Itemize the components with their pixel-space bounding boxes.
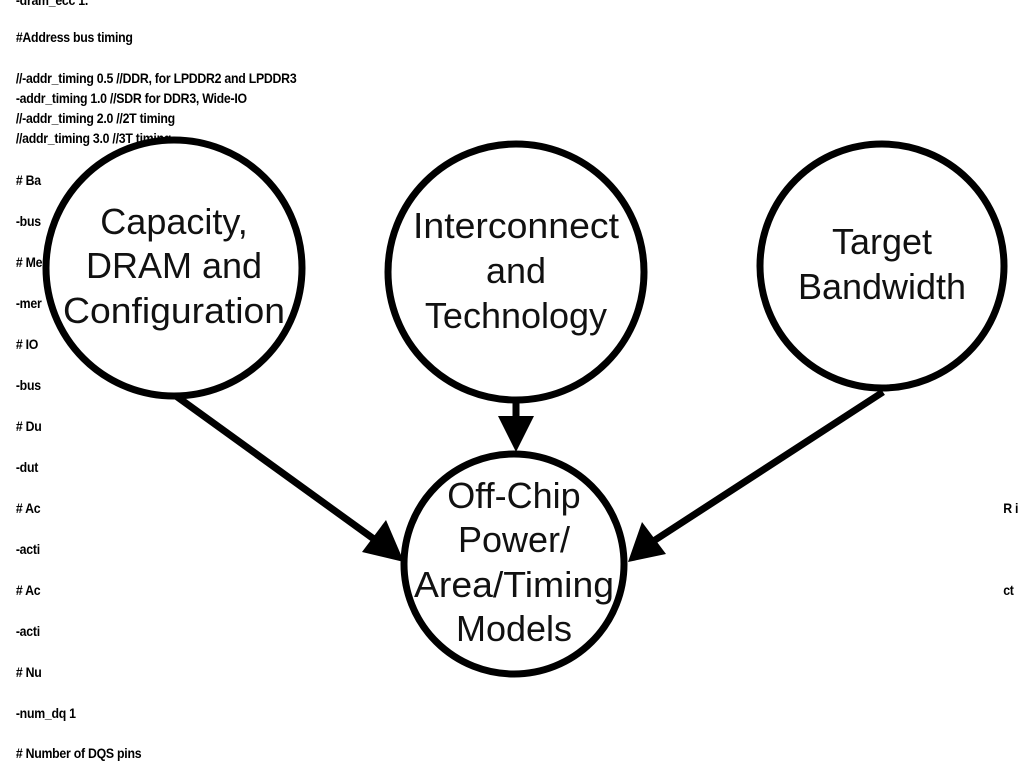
node-offchip-label-3: Area/Timing xyxy=(414,564,614,605)
node-bandwidth-label-2: Bandwidth xyxy=(798,266,966,307)
arrowhead-bandwidth xyxy=(628,522,666,562)
config-line: -acti xyxy=(15,623,40,639)
config-line: -dram_ecc 1. xyxy=(15,0,89,8)
config-line: -dut xyxy=(15,459,39,475)
node-offchip-circle xyxy=(400,450,628,678)
config-line: -addr_timing 1.0 //SDR for DDR3, Wide-IO xyxy=(15,90,247,106)
config-file-text: -dram_ecc 1. #Address bus timing //-addr… xyxy=(15,0,1019,761)
node-bandwidth: Target Bandwidth xyxy=(756,140,1008,392)
config-line: //addr_timing 3.0 //3T timing xyxy=(15,130,172,146)
config-line: -num_dq 1 xyxy=(15,705,76,721)
config-line: -mer xyxy=(15,295,42,311)
node-capacity-label-3: Configuration xyxy=(63,290,285,331)
config-line: #Address bus timing xyxy=(15,29,133,45)
config-line: -acti xyxy=(15,541,40,557)
node-bandwidth-label-1: Target xyxy=(832,221,932,262)
config-line: # IO xyxy=(15,336,39,352)
config-line: # Number of DQS pins xyxy=(15,745,142,761)
config-line: -bus xyxy=(15,213,41,229)
config-line-fragment: R i xyxy=(1003,500,1019,516)
edge-capacity-to-offchip xyxy=(173,393,381,545)
config-line: # Nu xyxy=(15,664,42,680)
config-line: # Ac xyxy=(15,500,41,516)
node-offchip-label-4: Models xyxy=(456,608,572,649)
config-line: //-addr_timing 0.5 //DDR, for LPDDR2 and… xyxy=(15,70,297,86)
node-capacity-label-2: DRAM and xyxy=(86,245,262,286)
node-offchip-label-2: Power/ xyxy=(458,519,570,560)
arrowhead-interconnect xyxy=(498,416,534,452)
node-interconnect-circle xyxy=(384,140,648,404)
node-offchip-label-1: Off-Chip xyxy=(447,475,580,516)
node-interconnect-label-1: Interconnect xyxy=(413,205,619,246)
node-offchip: Off-Chip Power/ Area/Timing Models xyxy=(400,450,628,678)
node-interconnect-label-2: and xyxy=(486,250,546,291)
node-bandwidth-circle xyxy=(756,140,1008,392)
node-interconnect-label-3: Technology xyxy=(425,295,607,336)
config-line: # Ac xyxy=(15,582,41,598)
config-line: # Me xyxy=(15,254,43,270)
config-line: -bus xyxy=(15,377,41,393)
node-capacity: Capacity, DRAM and Configuration xyxy=(42,136,306,400)
config-line-fragment: ct xyxy=(1003,582,1014,598)
arrowhead-capacity xyxy=(362,520,404,562)
node-capacity-circle xyxy=(42,136,306,400)
config-line: //-addr_timing 2.0 //2T timing xyxy=(15,110,175,126)
config-line: # Du xyxy=(15,418,42,434)
node-interconnect: Interconnect and Technology xyxy=(384,140,648,404)
config-line: # Ba xyxy=(15,172,41,188)
edge-bandwidth-to-offchip xyxy=(650,389,885,545)
node-capacity-label-1: Capacity, xyxy=(100,201,247,242)
